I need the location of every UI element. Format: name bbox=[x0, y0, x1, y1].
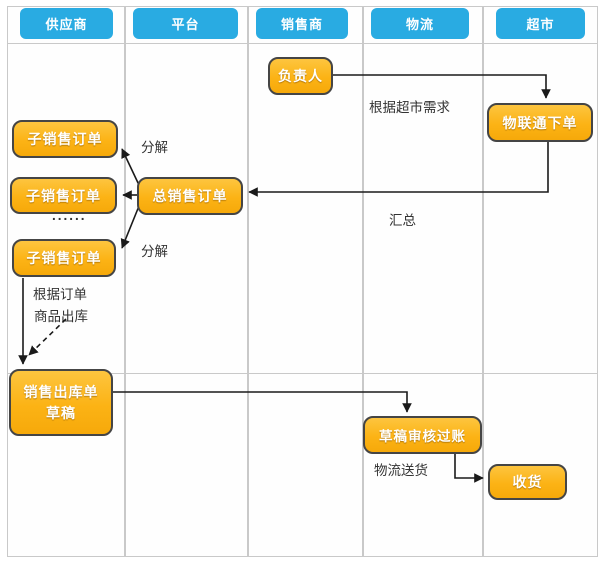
node-outbound-draft: 销售出库单 草稿 bbox=[9, 369, 113, 436]
header-row-divider bbox=[7, 43, 598, 44]
lane-header-seller: 销售商 bbox=[256, 8, 348, 39]
lane-divider-1 bbox=[124, 6, 126, 557]
lane-header-supermarket: 超市 bbox=[496, 8, 585, 39]
lane-header-platform: 平台 bbox=[133, 8, 238, 39]
node-outbound-draft-line2: 草稿 bbox=[46, 405, 76, 421]
node-outbound-draft-line1: 销售出库单 bbox=[23, 384, 99, 400]
label-decompose-top: 分解 bbox=[141, 140, 168, 155]
label-per-order-line2: 商品出库 bbox=[34, 309, 88, 324]
node-sub-order-1: 子销售订单 bbox=[12, 120, 118, 158]
lane-divider-4 bbox=[482, 6, 484, 557]
node-receive-goods: 收货 bbox=[488, 464, 567, 500]
node-iot-order: 物联通下单 bbox=[487, 103, 593, 142]
lane-divider-2 bbox=[247, 6, 249, 557]
label-decompose-bottom: 分解 bbox=[141, 244, 168, 259]
node-total-order: 总销售订单 bbox=[137, 177, 243, 215]
label-per-supermarket-demand: 根据超市需求 bbox=[369, 100, 450, 115]
body-row-divider bbox=[7, 373, 598, 374]
label-summarize: 汇总 bbox=[389, 213, 416, 228]
node-responsible: 负责人 bbox=[268, 57, 333, 95]
node-sub-order-2: 子销售订单 bbox=[10, 177, 117, 214]
node-draft-review: 草稿审核过账 bbox=[363, 416, 482, 454]
lane-header-supplier: 供应商 bbox=[20, 8, 113, 39]
label-per-order-line1: 根据订单 bbox=[33, 287, 87, 302]
label-logistics-delivery: 物流送货 bbox=[374, 463, 428, 478]
node-sub-order-3: 子销售订单 bbox=[12, 239, 116, 277]
lane-header-logistics: 物流 bbox=[371, 8, 469, 39]
lane-divider-3 bbox=[362, 6, 364, 557]
